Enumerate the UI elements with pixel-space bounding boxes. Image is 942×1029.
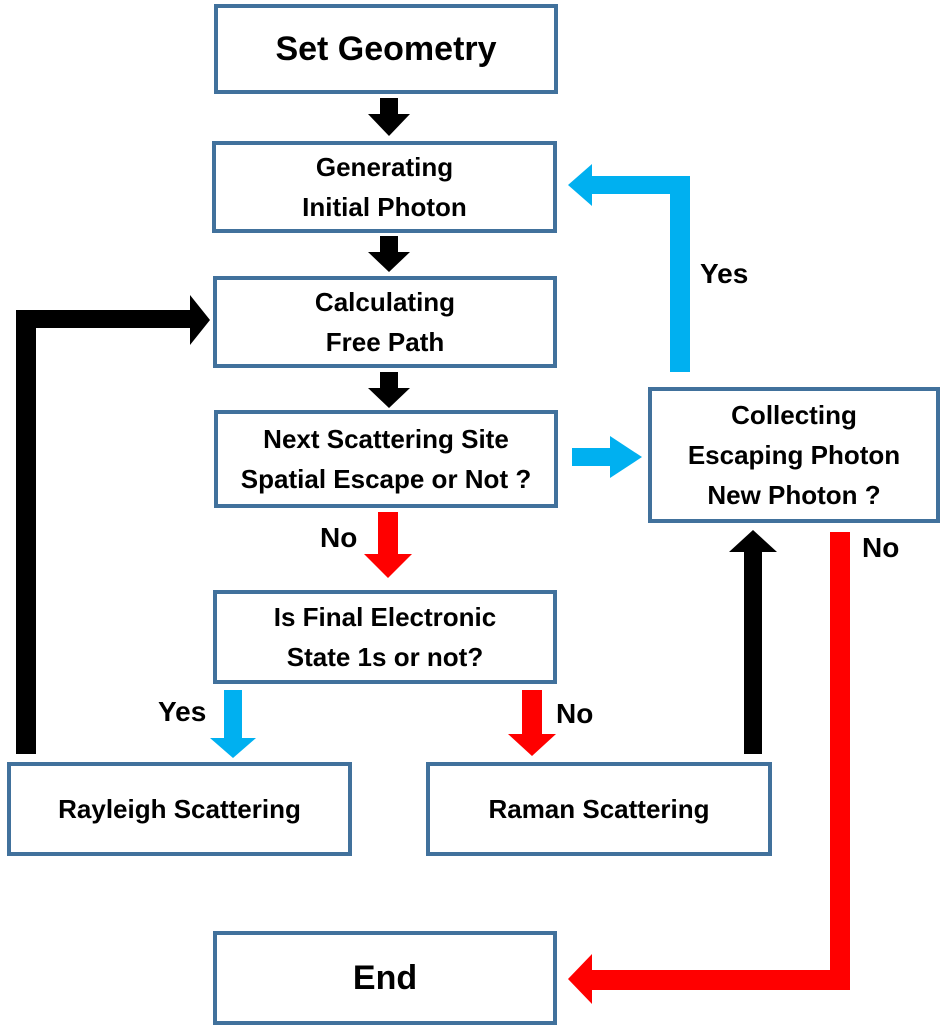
arrow-calculating-to-next-site: [368, 372, 410, 408]
node-collecting-line-3: New Photon ?: [707, 480, 881, 510]
node-calculating-line-1: Calculating: [314, 287, 456, 317]
arrow-next-site-to-final-state: [364, 512, 412, 578]
label-no-1s: No: [556, 698, 594, 729]
label-no-new-photon: No: [862, 532, 900, 563]
node-set-geometry: Set Geometry: [214, 4, 558, 94]
node-next-site-line-1: Next Scattering Site: [263, 424, 509, 454]
arrow-raman-to-collecting: [729, 530, 777, 754]
node-generating-line-1: Generating: [315, 152, 454, 182]
node-next-scattering-site: Next Scattering Site Spatial Escape or N…: [214, 410, 558, 508]
node-next-site-line-2: Spatial Escape or Not ?: [240, 464, 532, 494]
arrow-next-site-to-collecting: [572, 436, 642, 478]
node-rayleigh-text: Rayleigh Scattering: [58, 794, 301, 824]
node-generating-line-2: Initial Photon: [302, 192, 467, 222]
label-no-escape: No: [320, 522, 358, 553]
arrow-rayleigh-to-calculating: [16, 295, 210, 754]
node-generating-initial-photon: Generating Initial Photon: [212, 141, 557, 233]
node-raman-text: Raman Scattering: [488, 794, 710, 824]
node-calculating-line-2: Free Path: [325, 327, 445, 357]
node-end: End: [213, 931, 557, 1025]
node-collecting-line-2: Escaping Photon: [687, 440, 901, 470]
label-yes-new-photon: Yes: [700, 258, 749, 289]
arrow-final-state-to-raman: [508, 690, 556, 756]
node-set-geometry-text: Set Geometry: [275, 30, 497, 68]
arrow-generating-to-calculating: [368, 236, 410, 272]
node-end-text: End: [352, 959, 418, 997]
node-final-electronic-state: Is Final Electronic State 1s or not?: [213, 590, 557, 684]
arrow-geometry-to-generating: [368, 98, 410, 136]
arrow-collecting-to-generating: [568, 164, 690, 372]
node-rayleigh-scattering: Rayleigh Scattering: [7, 762, 352, 856]
node-final-state-line-1: Is Final Electronic: [273, 602, 497, 632]
node-calculating-free-path: Calculating Free Path: [213, 276, 557, 368]
node-raman-scattering: Raman Scattering: [426, 762, 772, 856]
label-yes-1s: Yes: [158, 696, 207, 727]
node-final-state-line-2: State 1s or not?: [286, 642, 484, 672]
arrow-final-state-to-rayleigh: [210, 690, 256, 758]
node-collecting-escaping-photon: Collecting Escaping Photon New Photon ?: [648, 387, 940, 523]
node-collecting-line-1: Collecting: [731, 400, 857, 430]
